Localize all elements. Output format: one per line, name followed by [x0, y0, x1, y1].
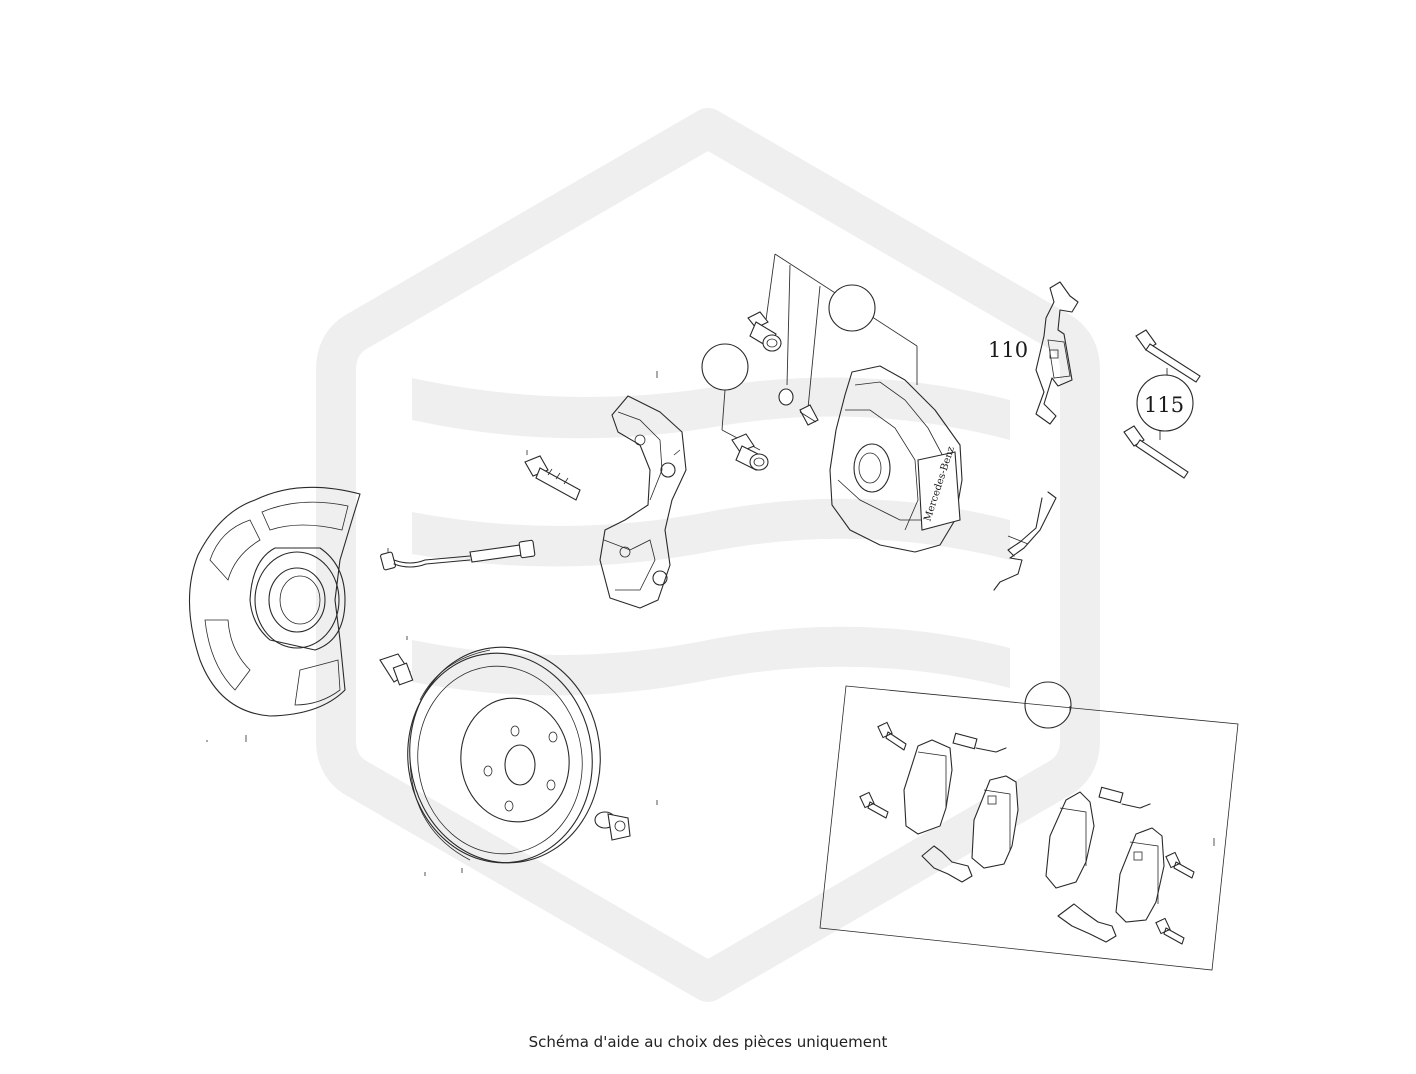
guide-pin-upper [1135, 329, 1201, 383]
wheel-bolt [594, 811, 631, 841]
brake-pad-2 [971, 775, 1019, 869]
pad-kit-bolt-2 [859, 791, 889, 819]
watermark-logo [316, 108, 1100, 1002]
guide-bushing-lower [731, 433, 769, 471]
pad-retaining-bracket [1035, 281, 1079, 425]
callout-circle-guide-pin [1136, 374, 1194, 432]
guide-pin-lower [1123, 425, 1189, 479]
callout-circle-pad-kit [1024, 681, 1072, 729]
pad-kit-bolt-1 [877, 721, 907, 751]
pad-retainer-clip-1 [921, 845, 973, 883]
caliper-bracket-bolt [524, 450, 581, 501]
guide-bushing-upper [747, 311, 782, 352]
callout-bubbles: 110 115 [701, 284, 1194, 729]
pad-retainer-clip-2 [1057, 903, 1117, 943]
brake-caliper: Mercedes-Benz [829, 365, 963, 553]
brake-pad-4 [1115, 827, 1165, 923]
callout-circle-bushing-lower [701, 343, 749, 391]
pad-kit-bolt-4 [1155, 917, 1185, 945]
brake-pad-1 [903, 739, 953, 835]
brake-dust-shield [188, 486, 361, 742]
callout-label-115: 115 [1144, 393, 1184, 417]
bleed-screw-cap [778, 388, 819, 426]
callout-circle-bushing-upper [828, 284, 876, 332]
brake-pad-3 [1045, 791, 1095, 889]
diagram-caption: Schéma d'aide au choix des pièces unique… [528, 1033, 888, 1051]
anti-rattle-spring [993, 491, 1057, 591]
caliper-carrier-bracket [599, 371, 687, 609]
disc-retaining-screw [379, 653, 414, 686]
brake-wear-sensor [380, 539, 536, 571]
wear-clip-2 [1098, 786, 1151, 809]
wear-clip-1 [952, 732, 1007, 753]
callout-label-110: 110 [988, 338, 1028, 362]
brake-disc-rotor [406, 636, 658, 876]
brake-pad-kit [819, 685, 1239, 971]
pad-kit-bolt-3 [1165, 851, 1195, 879]
